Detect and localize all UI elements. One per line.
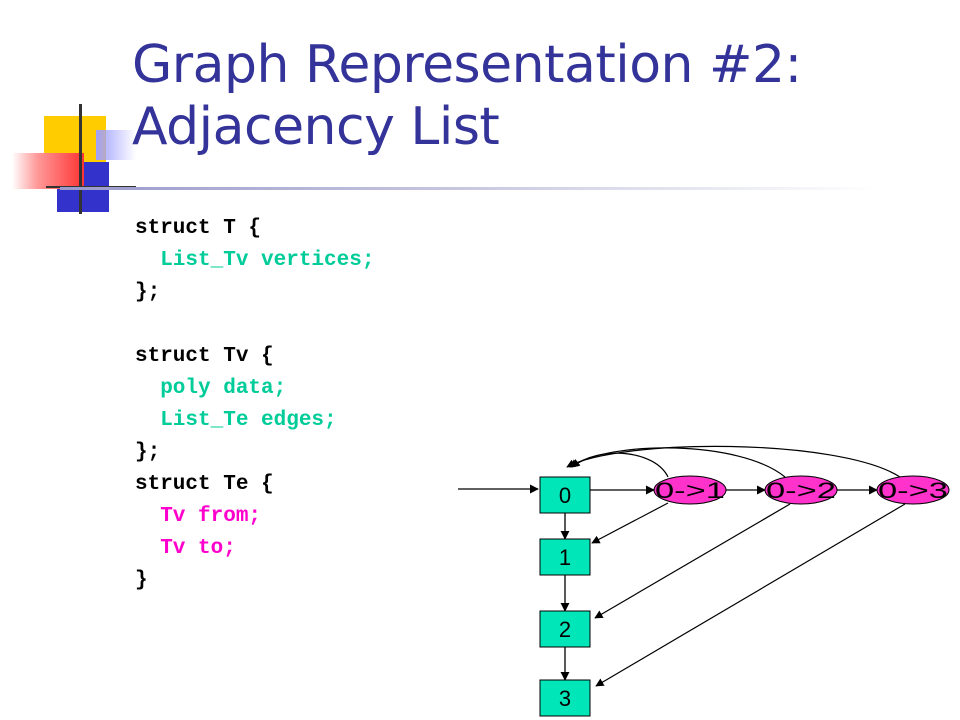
edge-to-pointer <box>594 503 791 619</box>
edge-to-pointer <box>595 503 906 687</box>
code-line: Tv from; <box>135 505 262 528</box>
vertex-box <box>539 679 591 717</box>
slide-title: Graph Representation #2: Adjacency List <box>132 34 932 158</box>
edge-label: 0->1 <box>655 478 725 503</box>
vertex-box <box>539 476 591 514</box>
diagram-shapes: 0 1 2 3 0->1 0->2 0->3 <box>539 475 950 717</box>
code-line: List_Te edges; <box>135 409 337 432</box>
deco-red-bar <box>12 153 84 189</box>
edge-from-pointer <box>571 452 669 478</box>
code-line: }; <box>135 281 161 304</box>
code-line: poly data; <box>135 377 287 400</box>
code-block: struct T { List_Tv vertices;}; struct Tv … <box>135 213 374 597</box>
edge-label: 0->2 <box>766 478 836 503</box>
slide-title-line-2: Adjacency List <box>132 97 500 157</box>
edge-from-pointer <box>566 445 901 478</box>
deco-blue-bar <box>96 130 136 160</box>
vertex-box <box>539 610 591 648</box>
edge-label: 0->3 <box>878 478 948 503</box>
diagram-connectors <box>458 445 906 687</box>
vertex-label: 3 <box>559 686 571 711</box>
code-line: List_Tv vertices; <box>135 249 375 272</box>
deco-vertical-line <box>79 104 82 214</box>
title-underline <box>60 187 880 190</box>
vertex-label: 0 <box>559 483 571 508</box>
vertex-label: 1 <box>559 545 571 570</box>
vertex-label: 2 <box>559 617 571 642</box>
slide-title-line-1: Graph Representation #2: <box>132 35 802 95</box>
edge-from-pointer <box>569 447 786 478</box>
code-line: Tv to; <box>135 537 236 560</box>
code-line: } <box>135 569 148 592</box>
edge-node <box>876 475 950 505</box>
code-line: }; <box>135 441 161 464</box>
edge-node <box>764 475 838 505</box>
edge-node <box>653 475 727 505</box>
code-line: struct Tv { <box>135 345 274 368</box>
vertex-box <box>539 538 591 576</box>
edge-to-pointer <box>591 502 669 544</box>
code-line: struct Te { <box>135 473 274 496</box>
code-line: struct T { <box>135 217 262 240</box>
